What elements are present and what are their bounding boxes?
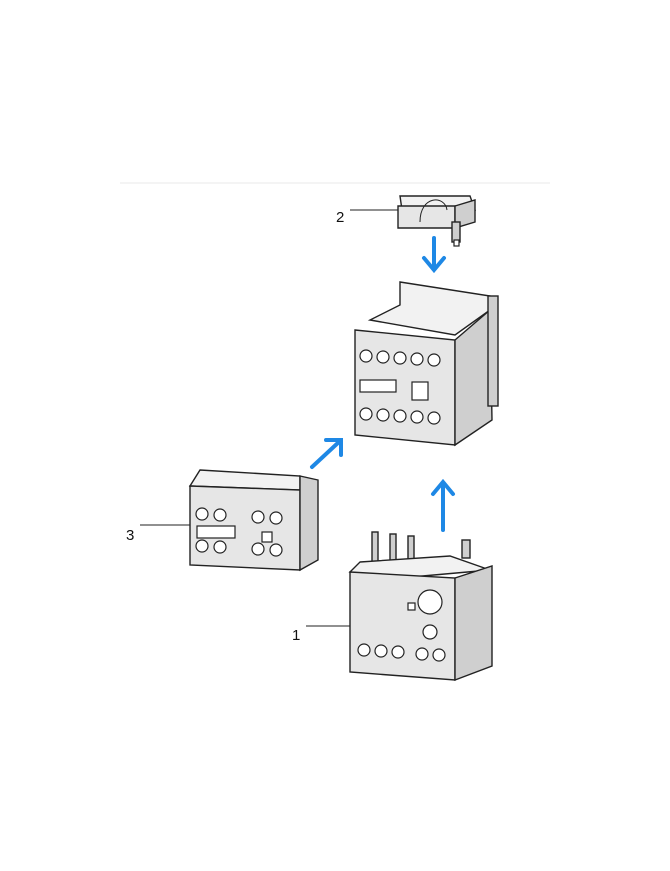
label-3: 3 — [126, 527, 134, 544]
arrow-down — [422, 236, 446, 274]
label-2: 2 — [336, 209, 344, 226]
terminal-screws-bottom — [359, 407, 441, 425]
auxiliary-contact-module — [188, 469, 319, 572]
overload-relay — [348, 531, 493, 682]
contactor — [354, 281, 499, 447]
arrow-up — [431, 478, 455, 532]
label-1: 1 — [292, 627, 300, 644]
terminal-screws-top — [359, 349, 441, 367]
suppressor-module — [397, 195, 476, 247]
arrow-diagonal — [310, 438, 343, 469]
